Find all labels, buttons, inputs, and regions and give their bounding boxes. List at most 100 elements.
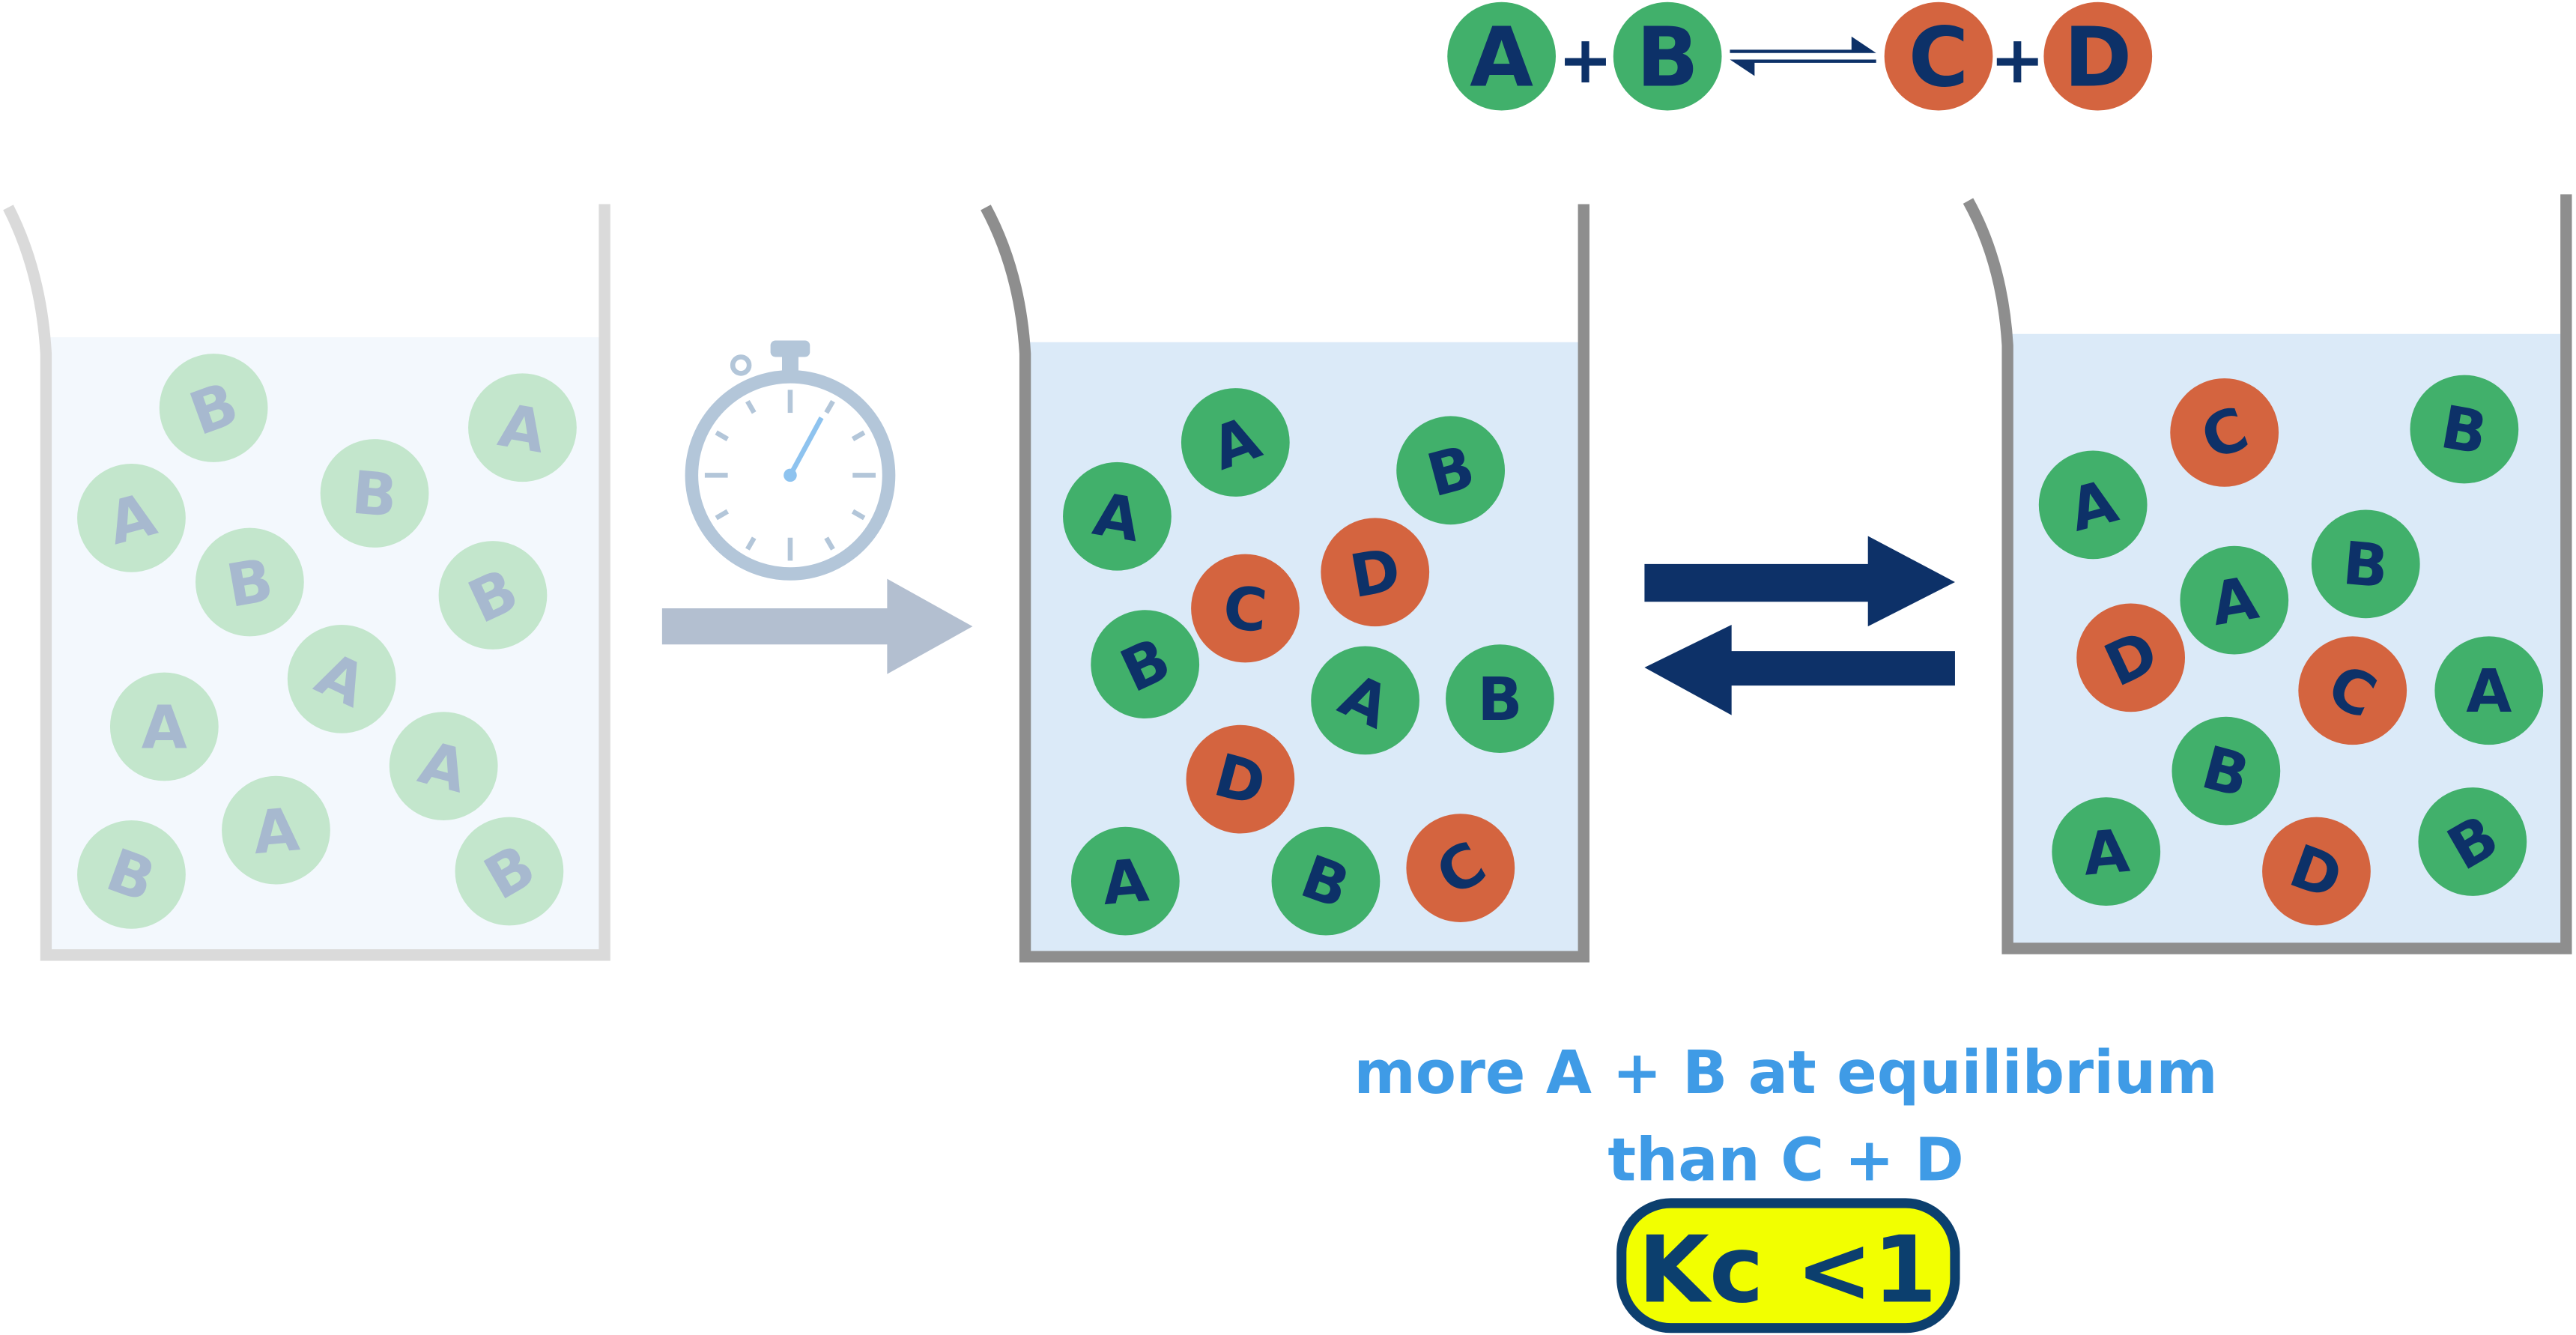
particle-circle [1271,826,1381,936]
particle-circle [109,672,219,781]
particle-a: A [389,712,498,820]
particle-b: B [77,820,186,929]
stopwatch-tick [824,536,835,551]
particle-label: A [2466,657,2512,726]
stopwatch-tick [824,399,835,414]
beaker-outline [1963,194,2572,954]
particle-circle [1321,518,1430,627]
particle-b: B [195,527,304,637]
particle-circle [2170,378,2279,487]
stopwatch-tick [851,509,866,521]
particle-a: A [2052,797,2161,906]
particle-a: A [2434,636,2544,745]
particle-d: D [1321,518,1430,627]
particle-circle [1311,646,1419,755]
particle-b: B [2311,509,2420,619]
plus-sign: + [1558,22,1613,98]
particle-a: A [1070,826,1180,936]
reactant-a-label: A [1470,10,1533,106]
stopwatch-tick [745,536,757,551]
stopwatch-tick [851,430,866,441]
reaction-equation: A + B C + D [1447,1,2153,111]
stopwatch-tick [745,399,757,414]
stopwatch-icon [685,340,896,581]
particle-circle [1063,461,1172,571]
particle-label: B [349,458,400,531]
particle-label: C [1220,573,1270,646]
particle-a: A [2038,450,2148,560]
particle-circle [1446,644,1554,754]
particle-circle [2076,603,2186,712]
particle-b: B [1446,644,1554,754]
particle-circle [2410,375,2519,484]
particle-circle [2298,636,2407,745]
plus-sign: + [1990,22,2046,98]
caption-line-1: more A + B at equilibrium [1354,1038,2217,1107]
particle-a: A [222,775,330,885]
particle-b: B [1396,416,1506,525]
particle-circle [438,541,548,650]
particle-circle [320,439,429,548]
particle-d: D [2262,817,2371,926]
particle-circle [1406,814,1515,922]
product-d-particle [2043,1,2153,111]
particle-d: D [2076,603,2186,712]
particle-circle [1181,388,1290,497]
particle-a: A [77,464,186,572]
particle-circle [2052,797,2161,906]
particle-label: B [1477,665,1522,734]
particle-label: A [2080,817,2132,889]
particle-a: A [109,672,219,781]
kc-badge [1616,1198,1960,1334]
particle-circle [1091,610,1200,718]
particle-a: A [468,373,577,482]
reactant-b-label: B [1636,10,1699,106]
equilibrium-arrows-icon [1644,536,1955,715]
particle-circle [1070,826,1180,936]
particle-label: A [1100,846,1151,918]
particle-circle [1186,724,1295,834]
particle-circle [2262,817,2371,926]
particle-label: A [250,795,302,868]
particle-label: B [2340,529,2391,602]
particle-c: C [1191,554,1300,663]
particle-circle [1396,416,1506,525]
particle-b: B [438,541,548,650]
particle-circle [455,817,564,926]
reactant-a-particle [1447,1,1556,111]
particle-a: A [1063,461,1172,571]
particle-d: D [1186,724,1295,834]
particle-circle [2434,636,2544,745]
particle-b: B [320,439,429,548]
reactant-b-particle [1613,1,1722,111]
particle-b: B [2418,787,2527,896]
particle-b: B [455,817,564,926]
particle-circle [2311,509,2420,619]
particle-circle [389,712,498,820]
particle-c: C [2170,378,2279,487]
particle-label: D [1345,535,1406,611]
product-c-label: C [1909,10,1969,106]
stopwatch-tick [715,509,730,521]
particle-b: B [1271,826,1381,936]
particle-circle [222,775,330,885]
particle-circle [195,527,304,637]
particle-circle [468,373,577,482]
beaker-outline [3,204,610,961]
particle-b: B [1091,610,1200,718]
particle-a: A [1181,388,1290,497]
particle-circle [77,820,186,929]
particle-a: A [287,624,396,733]
particle-c: C [1406,814,1515,922]
product-c-particle [1884,1,1993,111]
particle-circle [77,464,186,572]
particle-b: B [159,354,268,462]
particle-circle [2038,450,2148,560]
particle-circle [287,624,396,733]
product-d-label: D [2064,10,2132,106]
caption-line-2: than C + D [1607,1125,1963,1194]
time-arrow-icon [661,578,973,674]
